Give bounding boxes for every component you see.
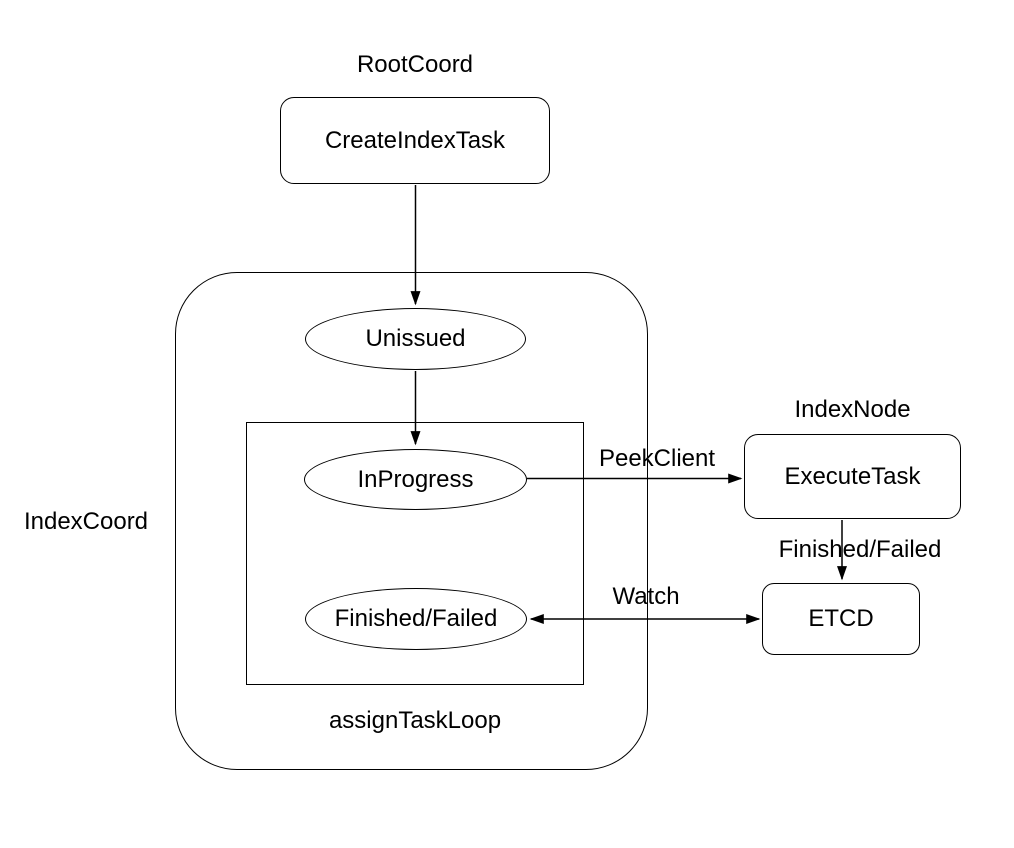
node-execute-task: ExecuteTask [744,434,961,519]
label-assign-task-loop: assignTaskLoop [328,707,502,734]
edge-label-peek-client: PeekClient [598,445,716,472]
state-in-progress: InProgress [304,449,527,510]
node-etcd: ETCD [762,583,920,655]
node-create-index-task: CreateIndexTask [280,97,550,184]
edge-label-finished-failed: Finished/Failed [778,536,942,563]
edge-label-watch: Watch [612,583,680,610]
node-create-index-task-label: CreateIndexTask [324,126,506,154]
state-unissued: Unissued [305,308,526,370]
state-in-progress-label: InProgress [357,465,474,493]
state-unissued-label: Unissued [365,325,466,352]
node-etcd-label: ETCD [808,605,874,632]
label-rootcoord: RootCoord [356,51,474,78]
label-indexnode: IndexNode [794,396,911,423]
container-indexcoord [175,272,648,770]
node-execute-task-label: ExecuteTask [784,462,921,490]
state-finished-failed-label: Finished/Failed [334,605,498,632]
state-finished-failed: Finished/Failed [305,588,527,650]
label-indexcoord: IndexCoord [23,508,149,535]
